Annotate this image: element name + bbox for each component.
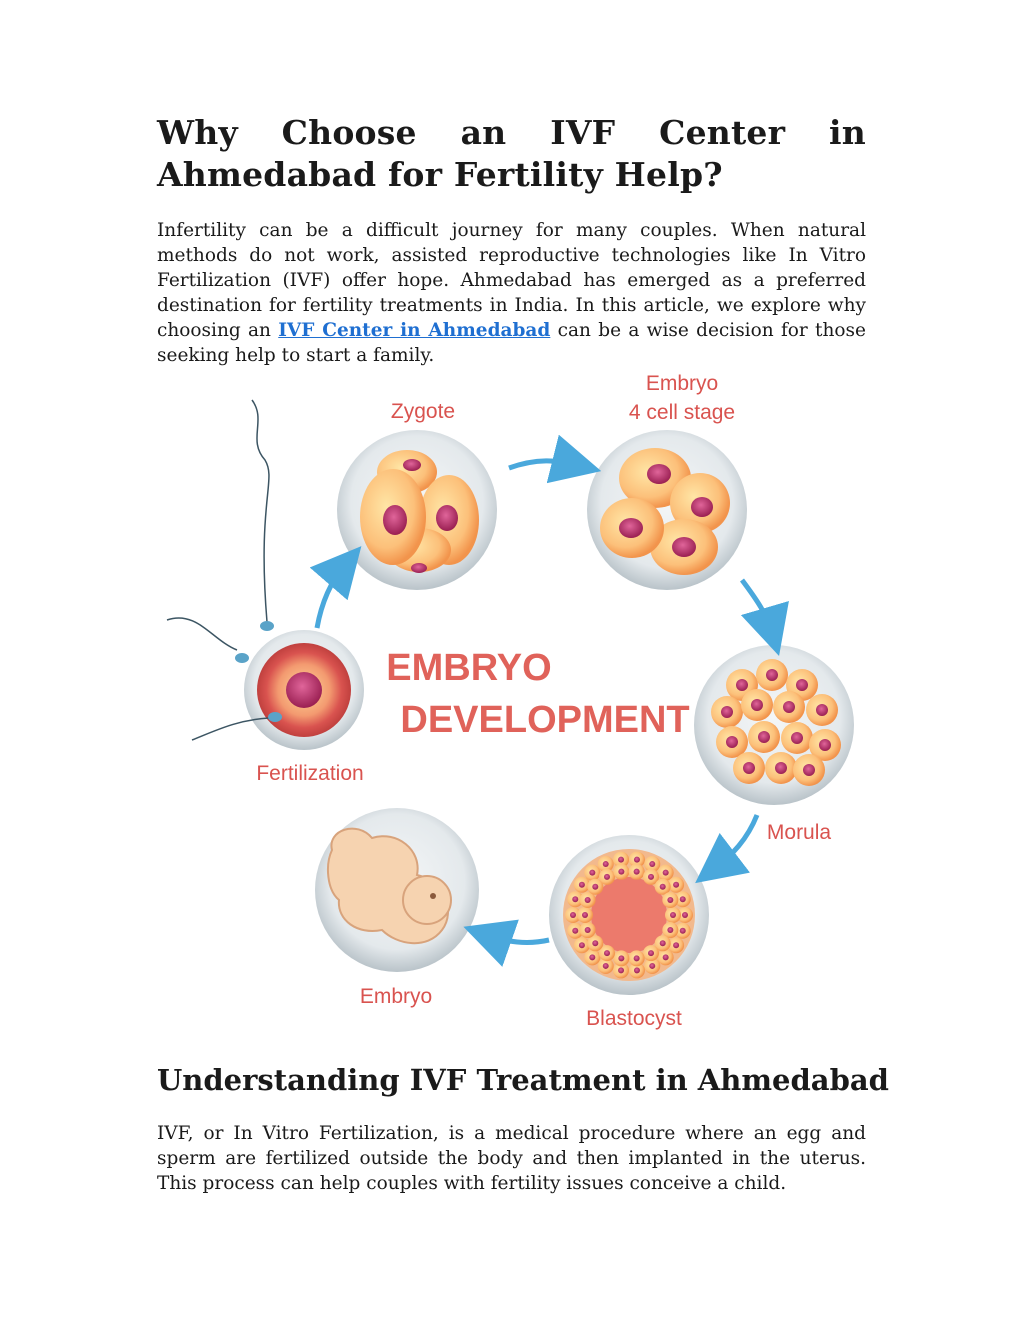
- section-heading: Understanding IVF Treatment in Ahmedabad: [157, 1063, 889, 1097]
- blastocyst-stage: [549, 835, 709, 995]
- blastocyst-cell-nucleus: [589, 954, 596, 961]
- blastocyst-cell-nucleus: [667, 927, 674, 934]
- blastocyst-cell-nucleus: [602, 962, 609, 969]
- figure-title-line2: DEVELOPMENT: [400, 699, 689, 741]
- blastocyst-cell-nucleus: [633, 856, 640, 863]
- blastocyst-cell-nucleus: [633, 868, 640, 875]
- blastocyst-cell-nucleus: [662, 869, 669, 876]
- section-body: IVF, or In Vitro Fertilization, is a med…: [157, 1121, 866, 1196]
- label-morula: Morula: [767, 821, 832, 844]
- label-zygote: Zygote: [391, 400, 455, 423]
- blastocyst-cell-nucleus: [584, 896, 591, 903]
- blastocyst-cell-nucleus: [618, 955, 625, 962]
- section-paragraph: IVF, or In Vitro Fertilization, is a med…: [157, 1123, 866, 1194]
- blastocyst-cell-nucleus: [667, 896, 674, 903]
- label-embryo: Embryo: [360, 985, 432, 1008]
- blastocyst-cell-nucleus: [572, 927, 579, 934]
- blastocyst-cell-nucleus: [659, 883, 666, 890]
- blastocyst-cell-nucleus: [659, 940, 666, 947]
- blastocyst-cell-nucleus: [670, 912, 676, 918]
- arrow-embryo4-to-morula: [739, 578, 789, 656]
- blastocyst-cell-nucleus: [584, 927, 591, 934]
- label-blastocyst: Blastocyst: [586, 1007, 682, 1030]
- label-fertilization: Fertilization: [256, 762, 363, 785]
- blastocyst-cell-nucleus: [589, 869, 596, 876]
- blastocyst-cell-nucleus: [578, 942, 585, 949]
- cycle-arrows: [309, 434, 789, 967]
- article: Why Choose an IVF Center in Ahmedabad fo…: [157, 112, 866, 368]
- blastocyst-cell-nucleus: [648, 950, 654, 957]
- intro-text: Infertility can be a difficult journey f…: [157, 220, 866, 341]
- arrow-fertilization-to-zygote: [309, 546, 362, 629]
- blastocyst-cell-nucleus: [604, 873, 610, 880]
- label-embryo-4-cell-line2: 4 cell stage: [629, 401, 735, 424]
- intro-paragraph: Infertility can be a difficult journey f…: [157, 218, 866, 368]
- embryo-4-cell-stage: [587, 430, 747, 590]
- zygote-stage: [337, 430, 497, 590]
- blastocyst-cell-nucleus: [649, 861, 656, 868]
- blastocyst-cell-nucleus: [618, 868, 625, 875]
- embryo-development-diagram: EMBRYO DEVELOPMENT Fertilization: [166, 372, 854, 1030]
- ivf-center-link[interactable]: IVF Center in Ahmedabad: [278, 320, 551, 341]
- blastocyst-cell-nucleus: [673, 942, 680, 949]
- intro-text-end: can be a wise decision for those seeking…: [157, 320, 866, 366]
- blastocyst-cell-nucleus: [649, 962, 656, 969]
- blastocyst-cell-nucleus: [633, 955, 640, 962]
- blastocyst-cell-nucleus: [662, 954, 669, 961]
- arrow-blastocyst-to-embryo: [463, 919, 550, 967]
- arrow-zygote-to-embryo4: [508, 434, 602, 484]
- blastocyst-cell-nucleus: [582, 912, 588, 918]
- blastocyst-cell-nucleus: [618, 856, 625, 863]
- blastocyst-cell-nucleus: [592, 883, 599, 890]
- blastocyst-cell-nucleus: [572, 896, 579, 903]
- blastocyst-cell-nucleus: [679, 927, 686, 934]
- morula-stage: [694, 645, 854, 805]
- blastocyst-cell-nucleus: [602, 861, 609, 868]
- blastocyst-cell-nucleus: [682, 912, 688, 918]
- blastocyst-cell-nucleus: [679, 896, 686, 903]
- embryo-stage: [315, 808, 479, 972]
- blastocyst-cell-nucleus: [673, 881, 680, 888]
- blastocyst-cell-nucleus: [570, 912, 576, 918]
- blastocyst-cell-nucleus: [592, 940, 599, 947]
- blastocyst-cell-nucleus: [604, 950, 610, 957]
- blastocyst-cell-nucleus: [618, 967, 625, 974]
- label-embryo-4-cell-line1: Embryo: [646, 372, 718, 395]
- blastocyst-cell-nucleus: [633, 967, 640, 974]
- fertilization-stage: [166, 399, 364, 750]
- arrow-morula-to-blastocyst: [695, 814, 760, 884]
- blastocyst-cell-nucleus: [578, 881, 585, 888]
- blastocyst-cell-nucleus: [648, 873, 654, 880]
- page-title: Why Choose an IVF Center in Ahmedabad fo…: [157, 113, 866, 194]
- figure-title-line1: EMBRYO: [386, 647, 551, 689]
- embryo-development-illustration: EMBRYO DEVELOPMENT Fertilization: [157, 360, 867, 1040]
